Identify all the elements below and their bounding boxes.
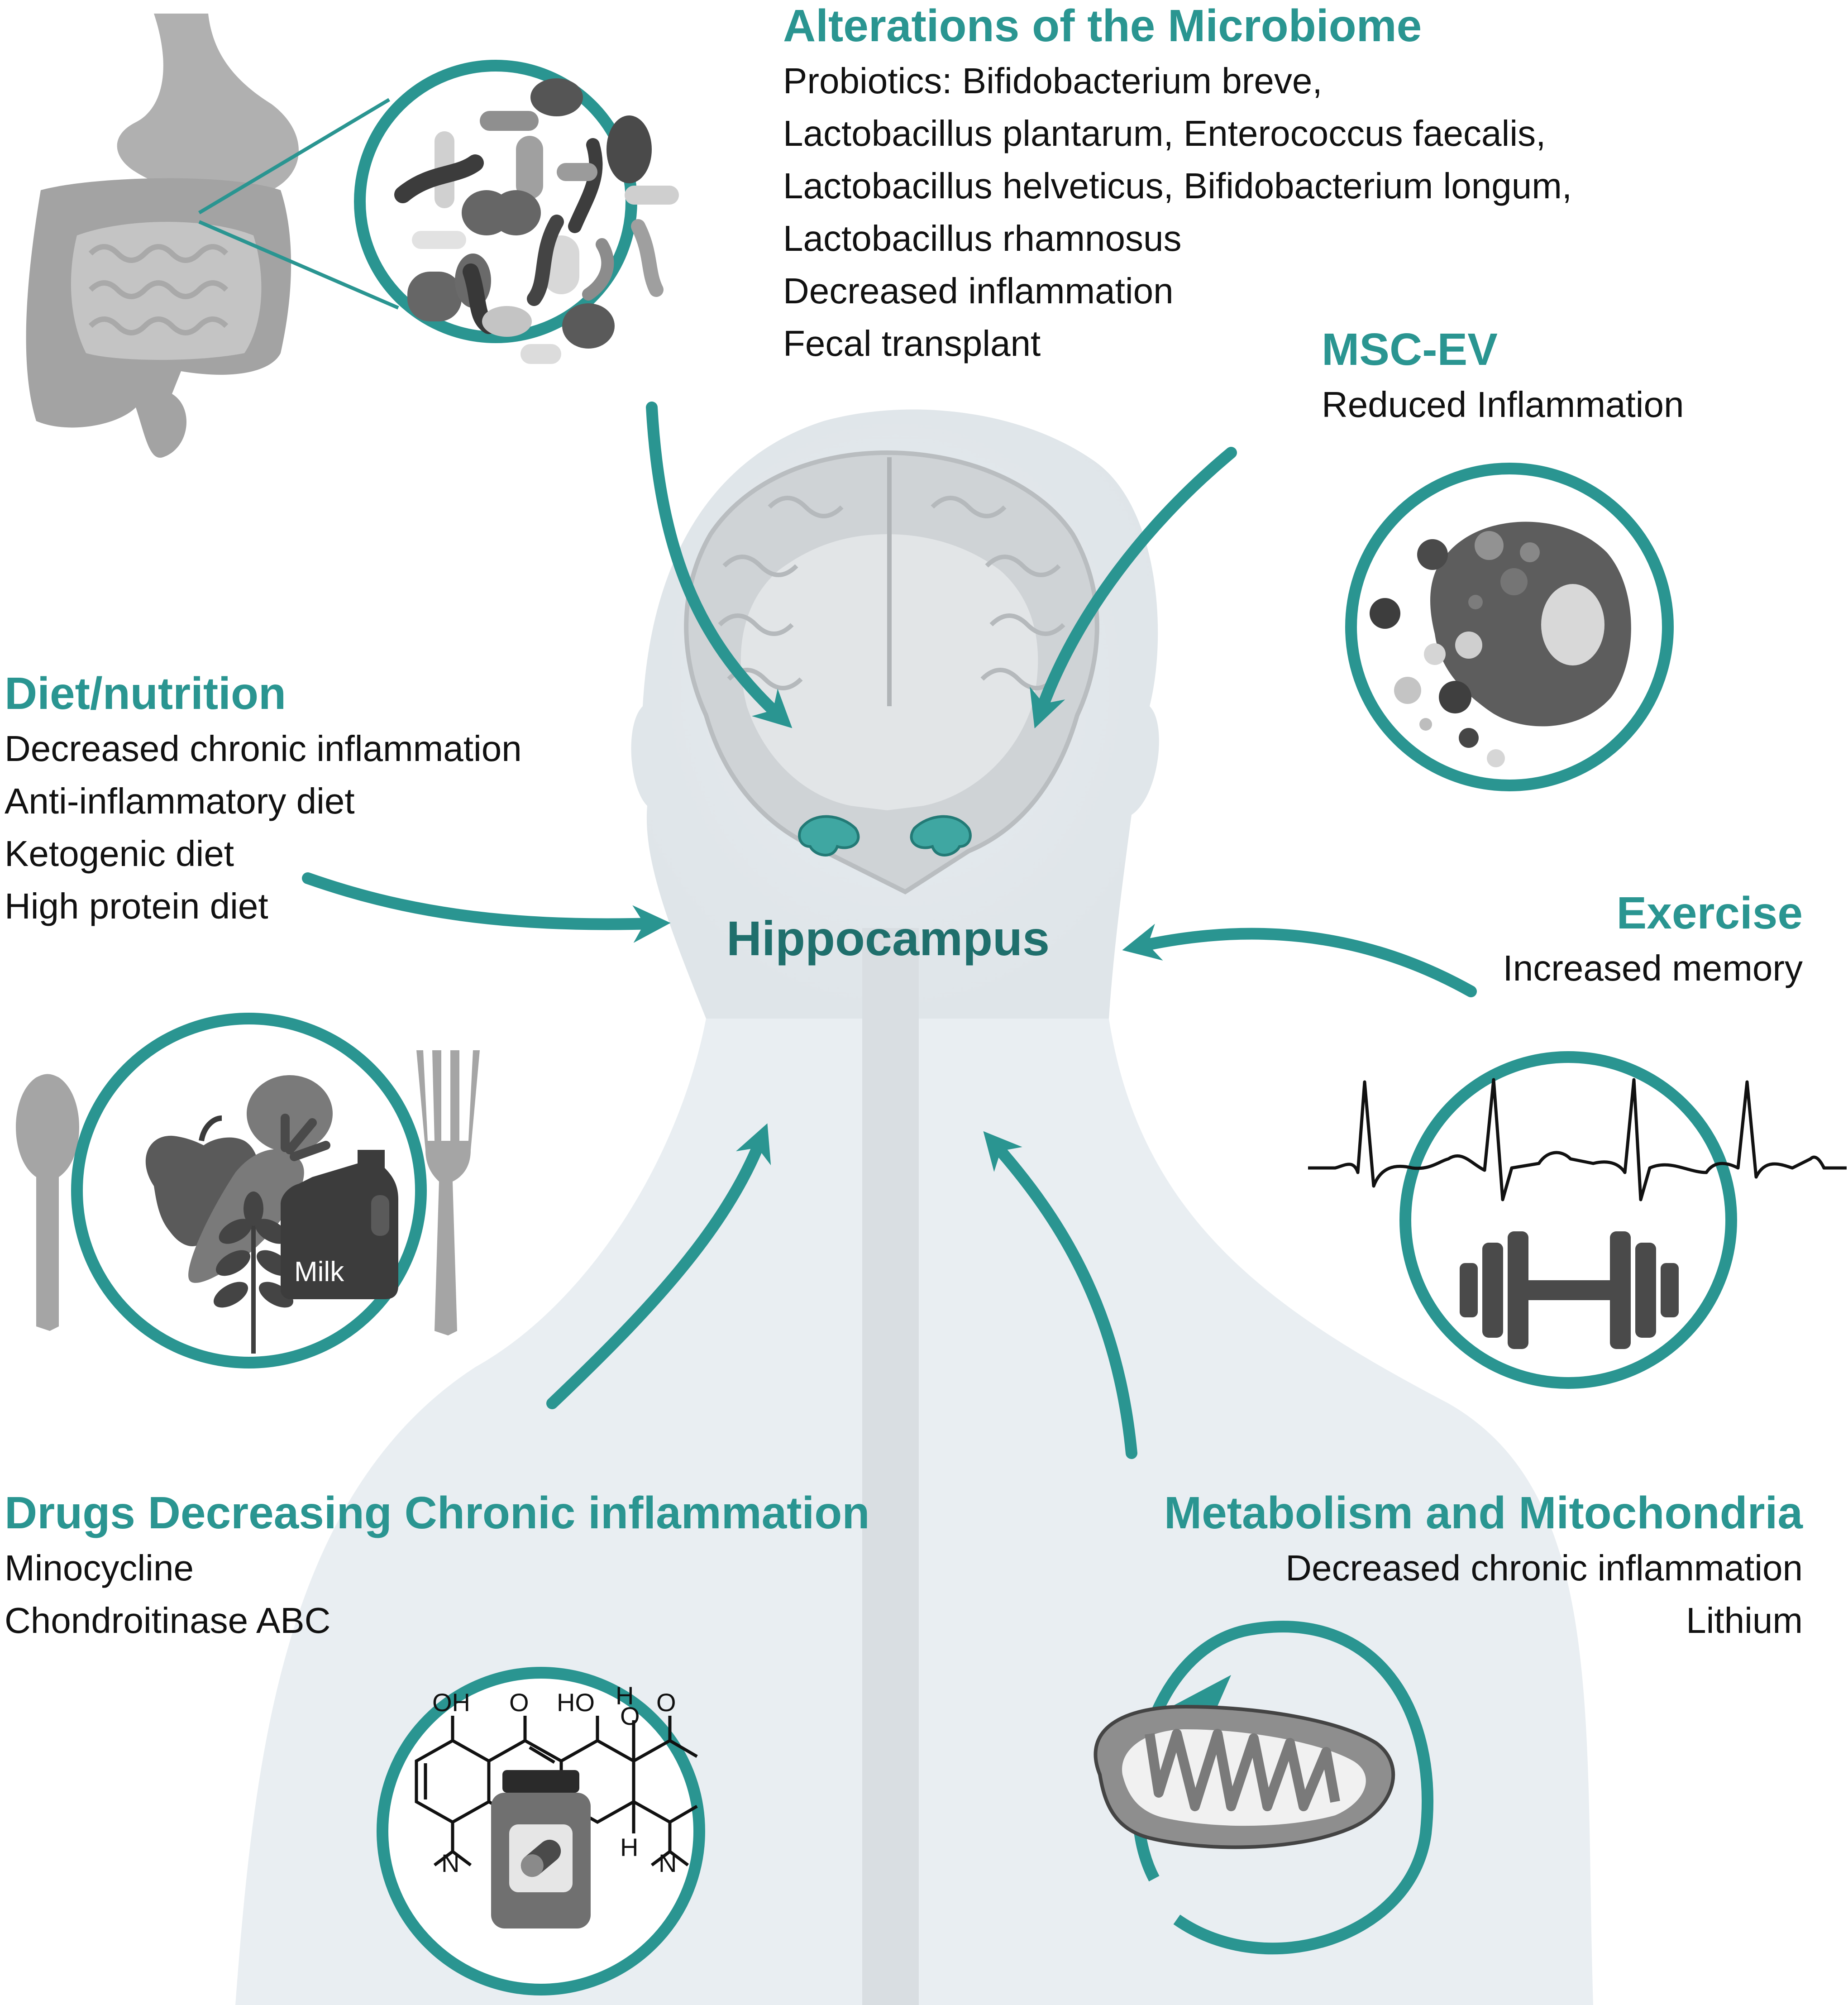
spoon-icon	[16, 1074, 79, 1331]
milk-jug	[281, 1150, 398, 1299]
metabolism-visual	[1094, 1621, 1433, 1955]
hippocampus-left	[798, 815, 860, 857]
small-intestine	[71, 222, 262, 360]
msc-cell	[1430, 522, 1631, 727]
microbiome-section: Alterations of the Microbiome Probiotics…	[783, 0, 1572, 370]
mitochondrion-cristae	[1145, 1729, 1340, 1811]
metabolism-title: Metabolism and Mitochondria	[1164, 1488, 1803, 1538]
microbiome-line: Lactobacillus helveticus, Bifidobacteriu…	[783, 166, 1572, 206]
exercise-section: Exercise Increased memory	[1503, 887, 1803, 995]
exercise-circle	[1399, 1051, 1737, 1389]
atom-h-bottom: H	[620, 1833, 638, 1861]
dumbbell-icon	[1460, 1231, 1679, 1349]
msc-ev-title: MSC-EV	[1322, 324, 1498, 375]
fork-icon	[416, 1050, 480, 1335]
exercise-title: Exercise	[1616, 888, 1803, 938]
small-intestine-folds	[88, 244, 229, 335]
atom-ho: HO	[557, 1688, 595, 1717]
drugs-section: Drugs Decreasing Chronic inflammation Mi…	[5, 1487, 869, 1647]
brain-icon	[684, 450, 1099, 895]
diet-line: High protein diet	[5, 886, 268, 926]
stomach	[117, 14, 299, 199]
metabolism-line: Lithium	[1686, 1600, 1803, 1641]
diet-title: Diet/nutrition	[5, 668, 287, 719]
metabolism-line: Decreased chronic inflammation	[1285, 1548, 1803, 1588]
extracellular-vesicle-icon	[1345, 463, 1674, 791]
msc-ev-line: Reduced Inflammation	[1322, 384, 1684, 425]
atom-h-top: H	[616, 1681, 634, 1710]
egg	[247, 1075, 333, 1152]
microbiome-line: Decreased inflammation	[783, 271, 1174, 311]
arrow-exercise	[1122, 924, 1477, 997]
msc-ev-section: MSC-EV Reduced Inflammation	[1322, 324, 1684, 431]
exercise-line: Increased memory	[1503, 948, 1803, 988]
food-icon: Milk	[16, 1013, 480, 1369]
metabolism-section: Metabolism and Mitochondria Decreased ch…	[1164, 1487, 1803, 1647]
arrow-drugs	[546, 1123, 771, 1409]
microbiome-line: Lactobacillus plantarum, Enterococcus fa…	[783, 113, 1546, 153]
bacteria-icon	[354, 60, 679, 364]
microbiome-line: Probiotics: Bifidobacterium breve,	[783, 61, 1323, 101]
zoom-line-lower	[198, 220, 399, 310]
atom-o-1: O	[509, 1688, 529, 1717]
milk-label: Milk	[294, 1256, 344, 1287]
microbiome-title: Alterations of the Microbiome	[783, 0, 1422, 51]
heartbeat-icon	[1308, 1078, 1847, 1201]
atom-n-1: N	[441, 1849, 459, 1877]
drugs-title: Drugs Decreasing Chronic inflammation	[5, 1488, 870, 1538]
arrow-diet	[302, 872, 671, 943]
arrow-metabolism	[983, 1131, 1137, 1459]
zoom-line-upper	[198, 98, 391, 215]
atom-o-2: O	[620, 1702, 640, 1730]
drugs-line: Minocycline	[5, 1548, 194, 1588]
atom-n-2: N	[659, 1849, 677, 1877]
pill-bottle-icon	[491, 1770, 591, 1928]
diet-line: Anti-inflammatory diet	[5, 781, 355, 821]
exercise-visual	[1308, 1051, 1847, 1389]
microbiome-line: Lactobacillus rhamnosus	[783, 218, 1182, 258]
microbiome-line: Fecal transplant	[783, 323, 1041, 364]
hippocampus-right	[910, 815, 972, 857]
arrow-microbiome	[646, 402, 793, 728]
intestine-icon	[26, 14, 399, 458]
drugs-line: Chondroitinase ABC	[5, 1600, 331, 1641]
drugs-visual: OH O HO H O O N H N	[377, 1667, 705, 1995]
hippocampus-label: Hippocampus	[726, 911, 1050, 966]
brain-folds-right	[931, 496, 1065, 690]
brain-folds-left	[718, 496, 844, 690]
diet-line: Decreased chronic inflammation	[5, 728, 522, 769]
diet-section: Diet/nutrition Decreased chronic inflamm…	[5, 668, 522, 933]
diet-line: Ketogenic diet	[5, 833, 234, 874]
spinal-cord	[862, 928, 919, 2005]
arrow-msc-ev	[1030, 447, 1237, 729]
atom-oh: OH	[432, 1688, 470, 1717]
atom-o-3: O	[656, 1688, 676, 1717]
arrows	[302, 402, 1477, 1459]
